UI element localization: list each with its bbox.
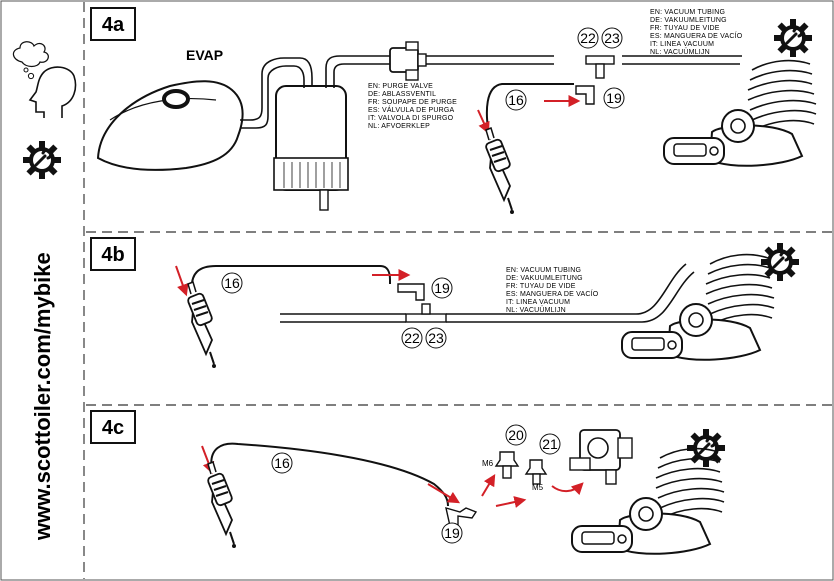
svg-text:M6: M6 bbox=[482, 459, 494, 468]
evap-hoses bbox=[240, 55, 554, 129]
gear-wrench-icon bbox=[21, 139, 63, 181]
step-4b: 4b 16 19 22 23 EN: VACUUM TUBING bbox=[90, 237, 801, 369]
thinking-head-icon bbox=[12, 41, 77, 118]
svg-text:NL: VACUÜMLIJN: NL: VACUÜMLIJN bbox=[506, 306, 566, 314]
svg-text:NL: VACUÜMLIJN: NL: VACUÜMLIJN bbox=[650, 48, 710, 56]
callout-marker bbox=[505, 89, 527, 111]
gear-wrench-icon bbox=[772, 17, 814, 59]
step-badge bbox=[90, 410, 136, 444]
vacuum-tubing-labels: EN: VACUUM TUBING DE: VAKUUMLEITUNG FR: … bbox=[506, 267, 599, 314]
svg-text:22: 22 bbox=[580, 30, 596, 46]
svg-text:20: 20 bbox=[508, 427, 524, 443]
svg-text:FR: SOUPAPE DE PURGE: FR: SOUPAPE DE PURGE bbox=[368, 99, 457, 106]
engine-illustration bbox=[621, 253, 775, 361]
evap-label: EVAP bbox=[186, 47, 223, 63]
fuel-tank bbox=[96, 80, 244, 171]
svg-text:EN: PURGE VALVE: EN: PURGE VALVE bbox=[368, 83, 433, 90]
direction-arrow bbox=[481, 473, 496, 497]
elbow-connector: 19 bbox=[575, 85, 625, 109]
svg-text:NL: AFVOERKLEP: NL: AFVOERKLEP bbox=[368, 123, 430, 130]
svg-text:23: 23 bbox=[604, 30, 620, 46]
svg-text:EN: VACUUM TUBING: EN: VACUUM TUBING bbox=[506, 267, 581, 274]
vacuum-line-b bbox=[280, 263, 695, 323]
engine-illustration bbox=[663, 59, 817, 167]
gear-wrench-icon bbox=[759, 241, 801, 283]
direction-arrow bbox=[551, 482, 584, 496]
direction-arrow bbox=[477, 109, 490, 135]
throttle-body bbox=[569, 429, 633, 485]
svg-text:IT: VALVOLA DI SPURGO: IT: VALVOLA DI SPURGO bbox=[368, 115, 454, 122]
oil-tube bbox=[190, 265, 391, 293]
purge-valve-labels: EN: PURGE VALVE DE: ABLASSVENTIL FR: SOU… bbox=[368, 83, 457, 130]
step-badge bbox=[90, 237, 136, 271]
elbow-connector: 19 bbox=[397, 277, 453, 301]
callout-tube: 16 bbox=[274, 455, 290, 471]
m5-adapter: 21 M5 bbox=[524, 433, 561, 492]
svg-text:23: 23 bbox=[428, 330, 444, 346]
svg-text:M5: M5 bbox=[532, 483, 544, 492]
purge-valve bbox=[389, 41, 427, 81]
svg-text:EN: VACUUM TUBING: EN: VACUUM TUBING bbox=[650, 9, 725, 16]
sidebar: www.scottoiler.com/mybike bbox=[12, 41, 77, 541]
elbow-connector: 19 bbox=[441, 507, 478, 544]
svg-text:19: 19 bbox=[434, 280, 450, 296]
step-label: 4a bbox=[102, 14, 125, 36]
svg-text:ES: VÁLVULA DE PURGA: ES: VÁLVULA DE PURGA bbox=[368, 105, 454, 114]
direction-arrow bbox=[175, 265, 189, 297]
oil-tube bbox=[210, 442, 449, 507]
tee-connector: 22 23 bbox=[577, 27, 623, 79]
svg-text:21: 21 bbox=[542, 436, 558, 452]
svg-text:22: 22 bbox=[404, 330, 420, 346]
svg-text:19: 19 bbox=[444, 525, 460, 541]
direction-arrow bbox=[427, 483, 461, 504]
svg-text:IT: LINEA VACUUM: IT: LINEA VACUUM bbox=[650, 41, 714, 48]
svg-text:FR: TUYAU DE VIDE: FR: TUYAU DE VIDE bbox=[506, 283, 576, 290]
direction-arrow bbox=[495, 496, 527, 508]
step-4a: 4a EVAP EN: PURGE VAL bbox=[90, 7, 817, 215]
tee-connector: 22 23 bbox=[401, 303, 447, 349]
svg-text:ES: MANGUERA DE VACÍO: ES: MANGUERA DE VACÍO bbox=[650, 31, 743, 40]
oil-tube bbox=[485, 83, 574, 141]
oiler-reservoir bbox=[185, 281, 217, 369]
m6-adapter: 20 M6 bbox=[482, 424, 527, 479]
callout-tube: 16 bbox=[224, 275, 240, 291]
vacuum-line-a bbox=[622, 55, 742, 65]
website-url: www.scottoiler.com/mybike bbox=[30, 252, 55, 541]
oiler-reservoir bbox=[205, 461, 237, 549]
callout-tube: 16 bbox=[508, 92, 524, 108]
step-label: 4c bbox=[102, 417, 124, 439]
oiler-reservoir bbox=[483, 127, 515, 215]
svg-text:19: 19 bbox=[606, 90, 622, 106]
vacuum-tubing-labels: EN: VACUUM TUBING DE: VAKUUMLEITUNG FR: … bbox=[650, 9, 743, 56]
svg-text:FR: TUYAU DE VIDE: FR: TUYAU DE VIDE bbox=[650, 25, 720, 32]
svg-text:DE: ABLASSVENTIL: DE: ABLASSVENTIL bbox=[368, 91, 436, 98]
callout-marker bbox=[271, 452, 293, 474]
step-badge bbox=[90, 7, 136, 41]
step-4c: 4c 16 19 20 M6 21 M5 bbox=[90, 410, 727, 555]
evap-canister bbox=[273, 85, 349, 211]
svg-text:DE: VAKUUMLEITUNG: DE: VAKUUMLEITUNG bbox=[650, 17, 727, 24]
svg-text:ES: MANGUERA DE VACÍO: ES: MANGUERA DE VACÍO bbox=[506, 289, 599, 298]
svg-text:IT: LINEA VACUUM: IT: LINEA VACUUM bbox=[506, 299, 570, 306]
svg-text:DE: VAKUUMLEITUNG: DE: VAKUUMLEITUNG bbox=[506, 275, 583, 282]
callout-marker bbox=[221, 272, 243, 294]
step-label: 4b bbox=[101, 244, 124, 266]
